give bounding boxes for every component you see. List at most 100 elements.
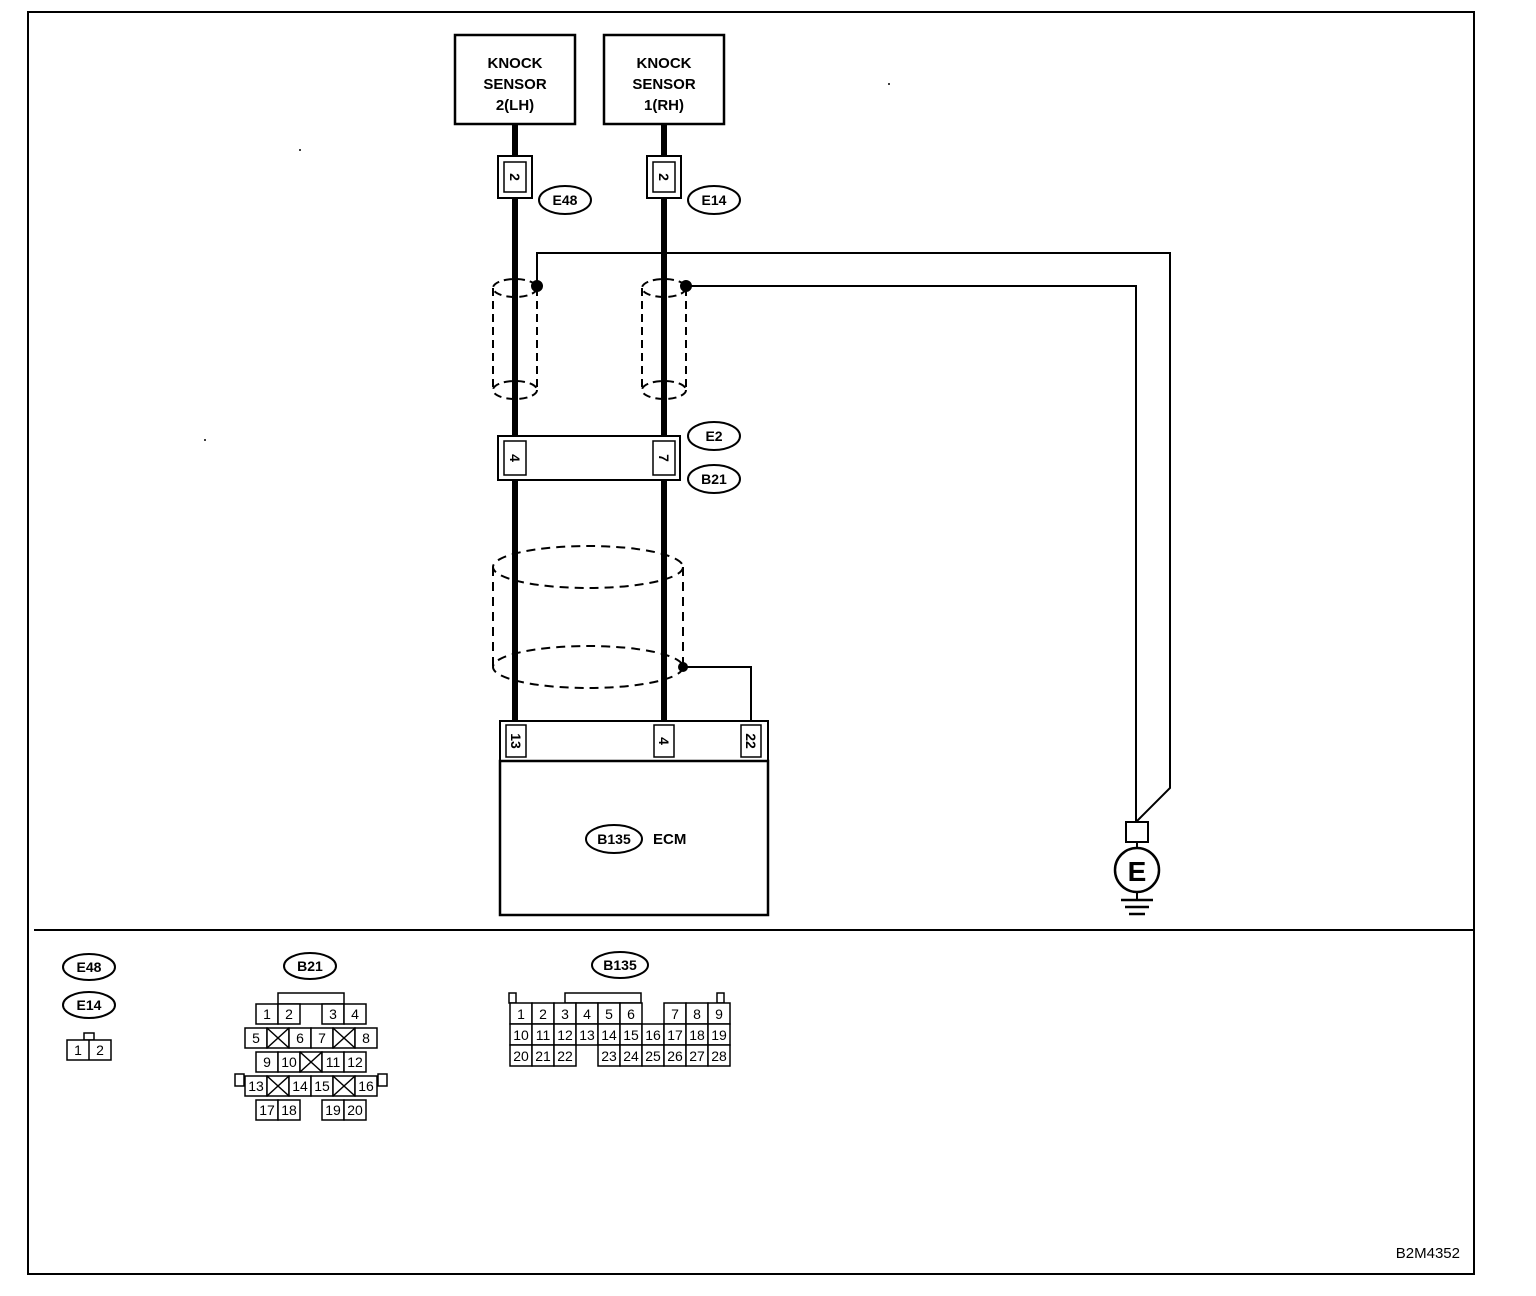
e48-pinout-pin-1: 1 [74,1042,82,1058]
ecm-unit: B135 ECM [498,759,770,917]
e48-tag-label: E48 [553,192,578,208]
b21-pin-3: 3 [329,1006,337,1022]
blank-pin-cross [332,1075,356,1097]
b21-pin-7-label: 7 [656,454,672,462]
pinout-e14-tag: E14 [77,997,102,1013]
e48-tag: E48 [538,185,592,215]
b21-pin-8: 8 [362,1030,370,1046]
b135-pin-27: 27 [689,1048,705,1064]
b135-pin-17: 17 [667,1027,683,1043]
b135-pin-7: 7 [671,1006,679,1022]
b135-pin-13: 13 [579,1027,595,1043]
b135-pin-28-cell [707,1044,731,1067]
b21-pin-10: 10 [281,1054,297,1070]
e48-pin-label: 2 [507,173,523,181]
b21-pin-2-cell [277,1003,301,1025]
connector-e2-b21: 4 7 [497,435,681,481]
b21-pin-4-cell [343,1003,367,1025]
scan-speck [299,149,301,151]
b21-pin-16-cell [354,1075,378,1097]
b135-pin-18: 18 [689,1027,705,1043]
e14-tag: E14 [687,185,741,215]
b21-pin-19: 19 [325,1102,341,1118]
knock-sensor-rh: KNOCK SENSOR 1(RH) [602,33,726,126]
ecm-pin-22-label: 22 [743,733,759,749]
shield-drain-wires [531,252,1171,823]
sensor-rh-line1: KNOCK [637,55,692,72]
b21-pin-9: 9 [263,1054,271,1070]
ground-point: E [1113,821,1161,916]
pinout-e48-e14: E48 E14 1 2 [62,953,116,1061]
b21-pin-4: 4 [351,1006,359,1022]
e2-tag: E2 [687,421,741,451]
b21-tag: B21 [687,464,741,494]
blank-pin-cross [332,1027,356,1049]
b135-pin-14: 14 [601,1027,617,1043]
sensor-lh-line3: 2(LH) [496,97,534,114]
b21-pin-5: 5 [252,1030,260,1046]
sensor-rh-line3: 1(RH) [644,97,684,114]
ecm-label: ECM [653,831,686,848]
knock-sensor-lh: KNOCK SENSOR 2(LH) [453,33,577,126]
b135-pin-28: 28 [711,1048,727,1064]
sensor-lh-line1: KNOCK [488,55,543,72]
b21-pin-18: 18 [281,1102,297,1118]
b135-pin-19: 19 [711,1027,727,1043]
b21-pin-6: 6 [296,1030,304,1046]
b21-pin-12-cell [343,1051,367,1073]
e14-pin-label: 2 [656,173,672,181]
b135-pin-16: 16 [645,1027,661,1043]
b21-pin-14: 14 [292,1078,308,1094]
b135-pin-2: 2 [539,1006,547,1022]
b135-pin-12: 12 [557,1027,573,1043]
b21-pin-15: 15 [314,1078,330,1094]
b21-pin-16: 16 [358,1078,374,1094]
diagram-frame [27,11,1475,1275]
b21-pin-1: 1 [263,1006,271,1022]
b135-pin-21: 21 [535,1048,551,1064]
b135-pin-23: 23 [601,1048,617,1064]
b21-pin-7: 7 [318,1030,326,1046]
blank-pin-cross [266,1027,290,1049]
b135-pin-11: 11 [536,1027,551,1043]
pinout-b135-tag: B135 [603,957,637,973]
b135-pin-22-cell [553,1044,577,1067]
pinout-b21-tag: B21 [297,958,323,974]
scan-speck [204,439,206,441]
ecm-pin-strip: 13 4 22 [499,720,769,762]
b21-pin-17: 17 [259,1102,275,1118]
b135-pin-5: 5 [605,1006,613,1022]
b21-pin-12: 12 [347,1054,363,1070]
b135-pin-9: 9 [715,1006,723,1022]
e14-tag-label: E14 [702,192,727,208]
figure-id: B2M4352 [1396,1245,1460,1262]
connector-e48: 2 [497,155,533,199]
b135-pin-8: 8 [693,1006,701,1022]
b135-pin-25: 25 [645,1048,661,1064]
b135-pin-22: 22 [557,1048,573,1064]
shield-lower [492,545,684,689]
ground-label: E [1128,856,1147,887]
b21-pin-20: 20 [347,1102,363,1118]
scan-speck [888,83,890,85]
sensor-lh-line2: SENSOR [483,76,547,93]
b135-pin-26: 26 [667,1048,683,1064]
b21-pin-4-label: 4 [507,454,523,462]
b21-pin-18-cell [277,1099,301,1121]
pinout-e48-tag: E48 [77,959,102,975]
b135-pin-3: 3 [561,1006,569,1022]
b135-pin-6: 6 [627,1006,635,1022]
b21-pin-20-cell [343,1099,367,1121]
shield-lower-drain [678,662,752,721]
e2-tag-label: E2 [705,428,722,444]
sensor-rh-line2: SENSOR [632,76,696,93]
b21-pin-13: 13 [248,1078,264,1094]
b135-pin-15: 15 [623,1027,639,1043]
blank-pin-cross [299,1051,323,1073]
connector-e14: 2 [646,155,682,199]
b135-pin-4: 4 [583,1006,591,1022]
b21-pin-11: 11 [326,1054,341,1070]
